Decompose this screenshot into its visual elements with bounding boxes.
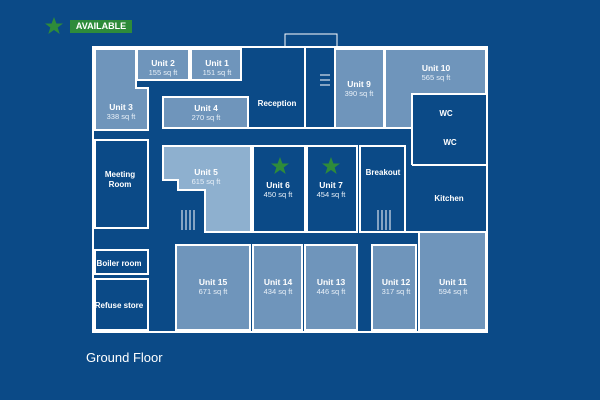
- unit-7-room: [306, 145, 358, 233]
- legend-available: AVAILABLE: [70, 20, 132, 33]
- unit-area: 270 sq ft: [191, 113, 221, 122]
- star-icon: [45, 17, 63, 34]
- unit-name: Unit 10: [421, 63, 451, 73]
- unit-6-room: [252, 145, 306, 233]
- unit-name: Unit 14: [263, 277, 293, 287]
- unit-name: Unit 6: [266, 180, 290, 190]
- unit-area: 338 sq ft: [106, 112, 136, 121]
- unit-area: 317 sq ft: [381, 287, 411, 296]
- unit-area: 390 sq ft: [344, 89, 374, 98]
- unit-1-shape: [190, 48, 242, 81]
- unit-name: Unit 11: [439, 277, 467, 287]
- unit-area: 565 sq ft: [421, 73, 451, 82]
- unit-name: Unit 12: [381, 277, 411, 287]
- stairs: [181, 74, 391, 230]
- breakout-label: Breakout: [365, 168, 401, 177]
- unit-name: Unit 3: [109, 102, 133, 112]
- kitchen-label: Kitchen: [434, 194, 464, 203]
- unit-13-shape: [304, 244, 358, 331]
- reception-label: Reception: [257, 99, 297, 108]
- unit-10-shape: [384, 48, 487, 129]
- unit-5-shape: [162, 145, 252, 233]
- unit-area: 155 sq ft: [148, 68, 178, 77]
- unit-area: 615 sq ft: [191, 177, 221, 186]
- unit-area: 450 sq ft: [263, 190, 293, 199]
- available-stars: [45, 17, 340, 174]
- unit-name: Unit 9: [347, 79, 371, 89]
- star-icon: [322, 157, 340, 174]
- meeting-room: [94, 139, 149, 229]
- unit-name: Unit 2: [151, 58, 175, 68]
- unit-3-shape: [94, 48, 149, 131]
- unit-area: 151 sq ft: [202, 68, 232, 77]
- unit-name: Unit 7: [319, 180, 343, 190]
- unit-4-shape: [162, 96, 249, 129]
- unit-name: Unit 5: [194, 167, 218, 177]
- refuse-store-label: Refuse store: [94, 301, 144, 310]
- unit-area: 446 sq ft: [316, 287, 346, 296]
- unit-name: Unit 13: [316, 277, 346, 287]
- unit-area: 434 sq ft: [263, 287, 293, 296]
- unit-area: 594 sq ft: [438, 287, 468, 296]
- entrance-porch: [284, 33, 338, 48]
- unit-14-shape: [252, 244, 303, 331]
- unit-name: Unit 1: [205, 58, 229, 68]
- unit-15-shape: [175, 244, 251, 331]
- unit-area: 671 sq ft: [198, 287, 228, 296]
- wc-label: WC: [439, 109, 453, 118]
- wc-label: WC: [443, 138, 457, 147]
- unit-area: 454 sq ft: [316, 190, 346, 199]
- floor-title: Ground Floor: [86, 350, 163, 365]
- refuse-store-outline: [94, 278, 149, 331]
- star-icon: [271, 157, 289, 174]
- boiler-room-outline: [94, 249, 149, 275]
- unit-name: Unit 4: [194, 103, 218, 113]
- breakout-room: [359, 145, 406, 233]
- boiler-room-label: Boiler room: [96, 259, 142, 268]
- meeting-room-label: Meeting Room: [104, 170, 136, 189]
- unit-name: Unit 15: [198, 277, 228, 287]
- unit-12-shape: [371, 244, 417, 331]
- unit-9-shape: [334, 48, 385, 129]
